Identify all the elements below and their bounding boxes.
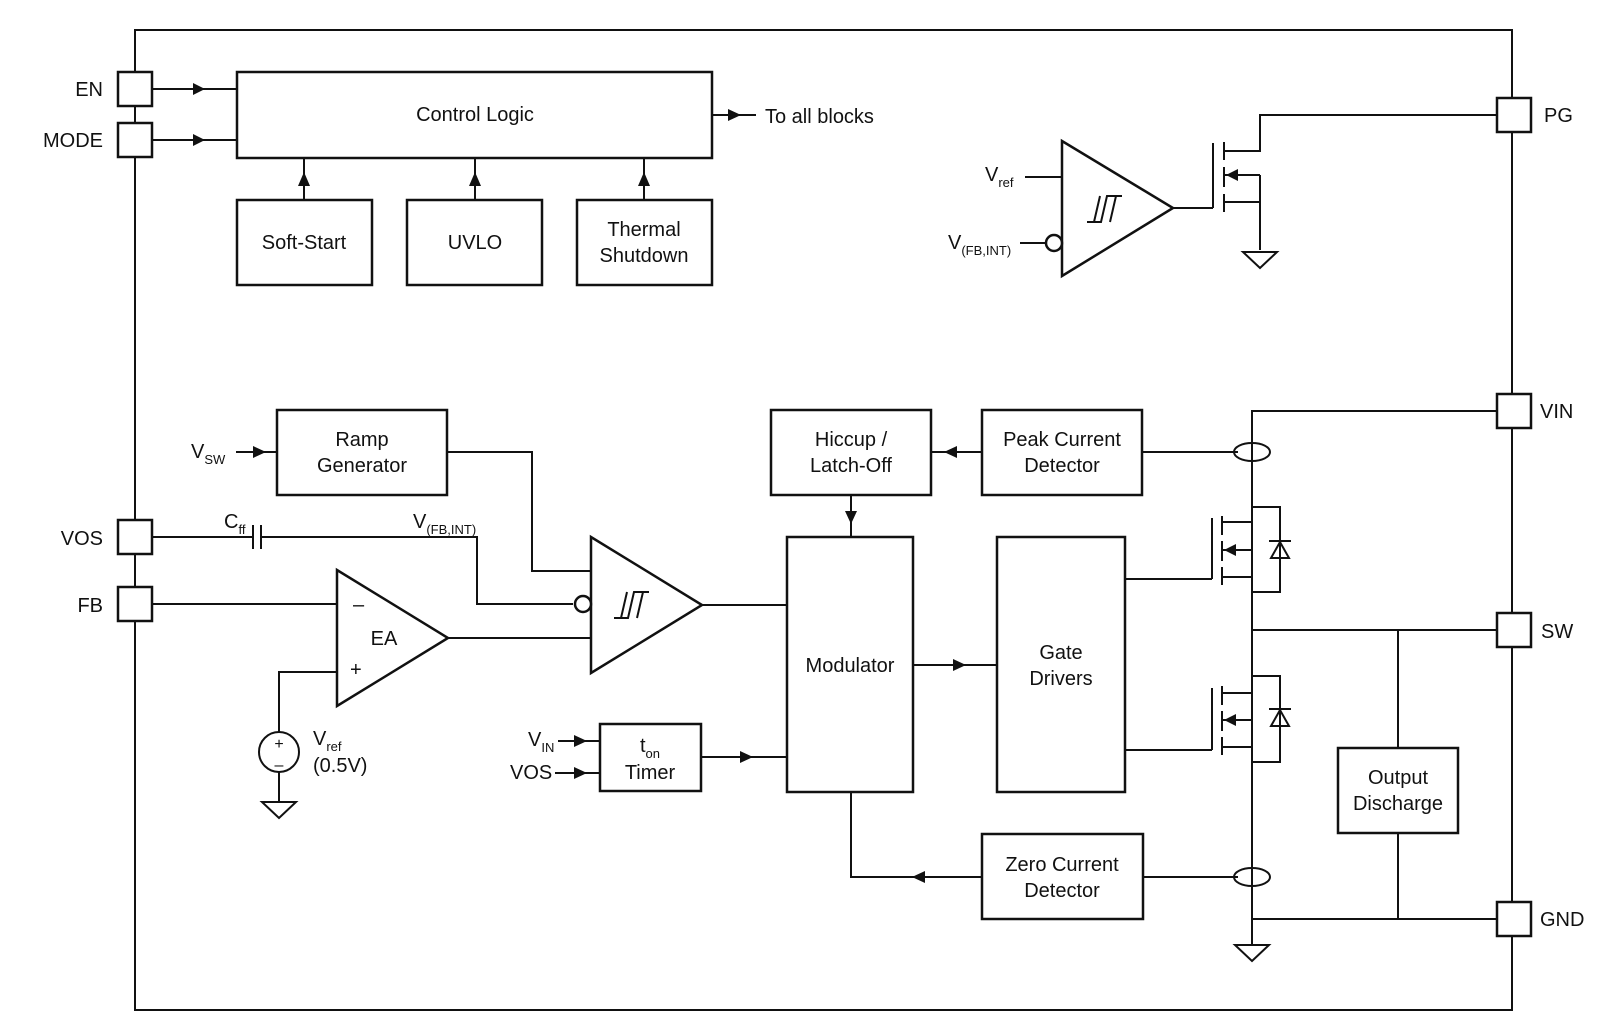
pin-gnd <box>1495 900 1533 938</box>
ton-label: ton <box>640 735 660 761</box>
ramp-generator-label-2: Generator <box>317 455 407 477</box>
thermal-shutdown-label-1: Thermal <box>607 219 680 241</box>
modulator-label: Modulator <box>806 655 895 677</box>
pins: EN MODE VOS FB PG VIN SW GND <box>43 70 1584 938</box>
output-discharge-block <box>1336 746 1460 835</box>
pin-pg <box>1495 96 1533 134</box>
ea-label: EA <box>371 628 398 650</box>
pin-mode-label: MODE <box>43 130 103 152</box>
pin-pg-label: PG <box>1544 105 1573 127</box>
ea-minus: – <box>353 594 365 616</box>
control-loop-section: VSW Ramp Generator Cff V(FB,INT) – + EA … <box>152 408 1238 921</box>
thermal-shutdown-label-2: Shutdown <box>600 245 689 267</box>
peak-current-label-1: Peak Current <box>1003 429 1121 451</box>
error-amplifier <box>335 567 451 709</box>
pin-en <box>116 70 154 108</box>
cff-label: Cff <box>224 511 246 537</box>
control-section: Control Logic To all blocks Soft-Start U… <box>152 70 874 287</box>
pin-vos <box>116 518 154 556</box>
ramp-vsw-label: VSW <box>191 441 226 467</box>
chip-outline <box>134 29 1513 1011</box>
peak-current-sense-icon <box>1233 442 1271 462</box>
pg-ground-icon <box>1240 251 1280 270</box>
pg-invert-bubble <box>1044 233 1064 253</box>
ea-plus: + <box>350 659 362 681</box>
zero-current-label-1: Zero Current <box>1005 854 1119 876</box>
control-logic-block <box>235 70 714 160</box>
timer-vos-label: VOS <box>510 762 552 784</box>
loop-comparator <box>589 534 705 676</box>
gate-drivers-label-1: Gate <box>1039 642 1082 664</box>
control-logic-label: Control Logic <box>416 104 534 126</box>
hiccup-label-1: Hiccup / <box>815 429 888 451</box>
zero-current-detector-block <box>980 832 1145 921</box>
pin-en-label: EN <box>75 79 103 101</box>
gate-drivers-label-2: Drivers <box>1029 668 1092 690</box>
vref-value-label: (0.5V) <box>313 755 367 777</box>
power-stage-section: Output Discharge <box>1125 410 1497 963</box>
gate-drivers-block <box>995 535 1127 794</box>
pin-mode <box>116 121 154 159</box>
ton-timer-label: Timer <box>625 762 676 784</box>
pin-vin <box>1495 392 1533 430</box>
thermal-shutdown-block <box>575 198 714 287</box>
pg-vref-label: Vref <box>985 164 1014 190</box>
pin-fb <box>116 585 154 623</box>
ramp-generator-label-1: Ramp <box>335 429 388 451</box>
output-discharge-label-1: Output <box>1368 767 1428 789</box>
vref-label: Vref <box>313 728 342 754</box>
hiccup-label-2: Latch-Off <box>810 455 892 477</box>
ramp-generator-block <box>275 408 449 497</box>
peak-current-label-2: Detector <box>1024 455 1100 477</box>
zero-current-label-2: Detector <box>1024 880 1100 902</box>
pin-vin-label: VIN <box>1540 401 1573 423</box>
uvlo-label: UVLO <box>448 232 502 254</box>
pin-gnd-label: GND <box>1540 909 1584 931</box>
output-discharge-label-2: Discharge <box>1353 793 1443 815</box>
timer-vin-label: VIN <box>528 729 554 755</box>
vref-source-plus: + <box>274 736 283 753</box>
vref-ground-icon <box>259 801 299 820</box>
pin-vos-label: VOS <box>61 528 103 550</box>
pin-sw-label: SW <box>1541 621 1573 643</box>
power-ground-icon <box>1232 944 1272 963</box>
peak-current-detector-block <box>980 408 1144 497</box>
to-all-blocks-label: To all blocks <box>765 106 874 128</box>
ton-timer-block <box>598 722 703 793</box>
power-good-section: Vref V(FB,INT) <box>948 114 1497 279</box>
pin-sw <box>1495 611 1533 649</box>
vfbint-label: V(FB,INT) <box>413 511 476 537</box>
soft-start-label: Soft-Start <box>262 232 347 254</box>
pg-comparator <box>1060 138 1176 279</box>
pg-vfbint-label: V(FB,INT) <box>948 232 1011 258</box>
vref-source-minus: – <box>275 757 284 774</box>
hiccup-latchoff-block <box>769 408 933 497</box>
loop-invert-bubble <box>573 594 593 614</box>
pin-fb-label: FB <box>77 595 103 617</box>
